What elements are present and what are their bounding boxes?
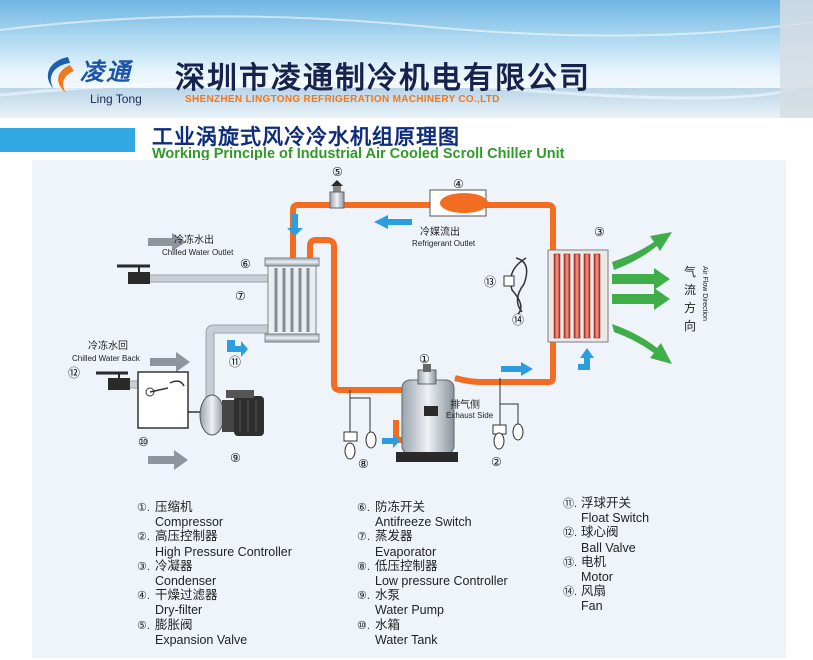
brand-english: Ling Tong: [90, 92, 142, 106]
water-flow-arrow: [227, 340, 248, 357]
marker-14: ⑭: [512, 313, 524, 327]
marker-11: ⑪: [229, 355, 241, 369]
banner-decoration: [0, 0, 813, 118]
refrigerant-outlet-en: Refrigerant Outlet: [412, 239, 476, 248]
compressor: [396, 364, 458, 462]
water-pump: [199, 390, 264, 436]
flow-arrow-right: [501, 362, 533, 376]
exhaust-side-cn: 排气侧: [450, 398, 480, 411]
legend-item-en: Expansion Valve: [155, 632, 248, 647]
legend-item: ⑫.球心阀: [563, 525, 619, 540]
legend-item: ⑨.水泵: [357, 588, 401, 603]
flow-arrow-up: [578, 348, 594, 370]
air-flow-cn-4: 向: [684, 318, 696, 333]
company-name-chinese: 深圳市凌通制冷机电有限公司: [175, 61, 591, 96]
legend-item-en: Antifreeze Switch: [375, 515, 472, 530]
motor: [503, 275, 515, 287]
marker-8: ⑧: [358, 457, 369, 471]
legend-item: ⑪.浮球开关: [563, 496, 632, 510]
marker-10: ⑩: [138, 435, 149, 449]
marker-6: ⑥: [240, 257, 251, 271]
air-flow-arrows: [612, 232, 672, 364]
legend-item-en: Compressor: [155, 515, 224, 530]
marker-5: ⑤: [332, 165, 343, 179]
legend-item-en: High Pressure Controller: [155, 544, 292, 559]
marker-2: ②: [491, 455, 502, 469]
legend-item-en: Ball Valve: [581, 540, 636, 555]
logo-icon: [47, 57, 74, 93]
air-flow-cn-2: 流: [684, 283, 696, 297]
ball-valve-return: [96, 371, 130, 390]
legend-item-en: Motor: [581, 570, 613, 585]
legend-item-en: Dry-filter: [155, 603, 203, 618]
water-flow-arrows: [148, 233, 190, 470]
air-flow-cn-1: 气: [684, 264, 696, 279]
legend-item-en: Evaporator: [375, 544, 437, 559]
condenser: [547, 249, 609, 343]
legend-item: ⑭.风扇: [563, 584, 607, 599]
legend-item: ③.冷凝器: [137, 558, 193, 573]
diagram-title-english: Working Principle of Industrial Air Cool…: [152, 146, 565, 162]
exhaust-side-en: Exhaust Side: [446, 411, 494, 420]
legend-item-en: Condenser: [155, 574, 217, 589]
air-flow-en: Air Flow Direction: [701, 266, 708, 321]
legend-item: ⑧.低压控制器: [357, 558, 438, 573]
legend-item: ⑥.防冻开关: [357, 500, 426, 514]
refrigerant-outlet-cn: 冷媒流出: [420, 225, 460, 238]
marker-13: ⑬: [484, 275, 496, 289]
flow-arrow-left: [374, 215, 412, 229]
marker-7: ⑦: [235, 289, 246, 303]
legend-item: ⑦.蒸发器: [357, 529, 413, 544]
banner-background: [0, 88, 813, 118]
brand-chinese: 凌通: [80, 57, 132, 86]
legend-item-en: Fan: [581, 599, 603, 614]
legend-item-en: Float Switch: [581, 511, 650, 526]
marker-3: ③: [594, 225, 605, 239]
marker-4: ④: [453, 177, 464, 191]
marker-1: ①: [419, 352, 430, 366]
expansion-valve: [329, 180, 345, 209]
low-pressure-controller: [343, 390, 377, 460]
marker-12: ⑫: [68, 366, 80, 380]
dry-filter: [429, 189, 488, 217]
fan: [509, 257, 528, 315]
chilled-water-back-en: Chilled Water Back: [72, 354, 141, 363]
legend-item: ④.干燥过滤器: [137, 588, 218, 603]
water-tank: [137, 371, 205, 429]
legend-item: ⑬.电机: [563, 554, 607, 569]
header-banner: 凌通 Ling Tong 深圳市凌通制冷机电有限公司 SHENZHEN LING…: [0, 0, 813, 118]
chilled-water-outlet-cn: 冷冻水出: [174, 233, 214, 246]
legend-item: ①.压缩机: [137, 500, 193, 514]
legend-item-en: Water Pump: [375, 603, 445, 618]
legend-column-2: ⑥.防冻开关 Antifreeze Switch ⑦.蒸发器 Evaporato…: [357, 500, 508, 647]
company-name-english: SHENZHEN LINGTONG REFRIGERATION MACHINER…: [185, 94, 500, 105]
legend-item-en: Low pressure Controller: [375, 574, 508, 589]
flow-arrow-small: [382, 434, 400, 448]
title-accent-bar: [0, 128, 135, 152]
chilled-water-back-cn: 冷冻水回: [88, 339, 128, 352]
refrigerant-flow-arrows: [227, 214, 594, 448]
evaporator: [264, 257, 320, 343]
legend-item-en: Water Tank: [375, 632, 438, 647]
legend-item: ⑩.水箱: [357, 617, 401, 632]
chilled-water-outlet-en: Chilled Water Outlet: [162, 248, 234, 257]
marker-9: ⑨: [230, 451, 241, 465]
legend-item: ⑤.膨胀阀: [137, 617, 193, 632]
diagram-title-chinese: 工业涡旋式风冷冷水机组原理图: [152, 125, 460, 149]
legend-column-3: ⑪.浮球开关 Float Switch ⑫.球心阀 Ball Valve ⑬.电…: [563, 496, 649, 614]
legend-column-1: ①.压缩机 Compressor ②.高压控制器 High Pressure C…: [137, 500, 292, 647]
air-flow-cn-3: 方: [684, 300, 696, 315]
flow-arrow-down: [287, 214, 303, 236]
legend-item: ②.高压控制器: [137, 529, 218, 544]
ball-valve-outlet: [117, 264, 150, 284]
high-pressure-controller: [492, 378, 524, 450]
